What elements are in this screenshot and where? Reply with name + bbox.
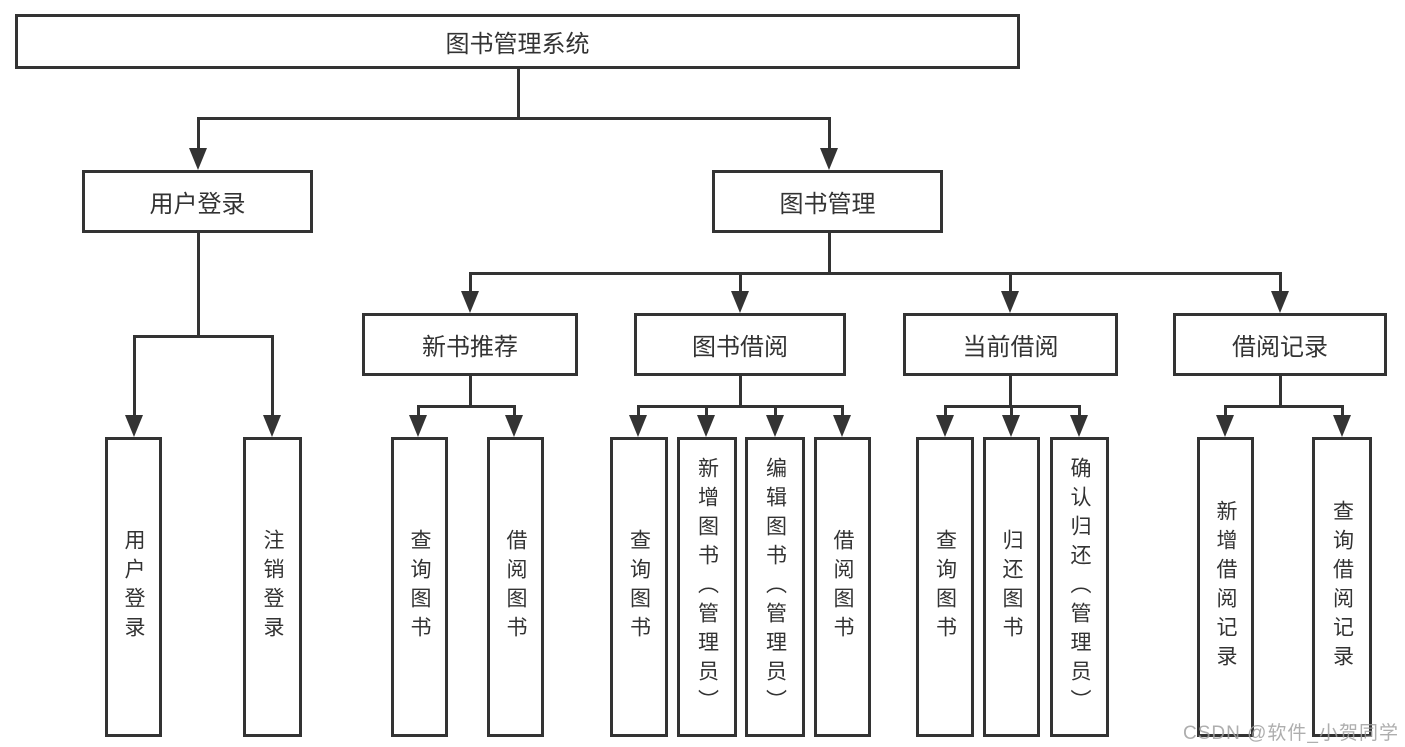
- leaf-logout: 注销登录: [243, 437, 302, 737]
- arrow-bb-query-books-head: [629, 415, 647, 437]
- bar-book-management: [468, 271, 1282, 275]
- leaf-nb-borrow-books: 借阅图书: [487, 437, 544, 737]
- leaf-br-query-record-label: 查询借阅记录: [1330, 500, 1354, 674]
- leaf-bb-edit-books-admin: 编辑图书（管理员）: [745, 437, 805, 737]
- arrow-cb-confirm-return-stem: [1077, 406, 1081, 419]
- arrow-leaf-logout-head: [263, 415, 281, 437]
- leaf-bb-query-books: 查询图书: [610, 437, 668, 737]
- node-book-borrow: 图书借阅: [634, 313, 846, 376]
- leaf-nb-query-books: 查询图书: [391, 437, 448, 737]
- arrow-bb-add-books-stem: [704, 406, 708, 419]
- arrow-user-login-stem: [196, 118, 200, 152]
- node-new-book-recommend: 新书推荐: [362, 313, 578, 376]
- arrow-bb-query-books-stem: [636, 406, 640, 419]
- node-borrow-records-label: 借阅记录: [1232, 334, 1328, 361]
- bar-borrow-records: [1223, 404, 1344, 408]
- watermark: CSDN @软件_小贺同学: [1183, 723, 1399, 744]
- arrow-user-login-head: [189, 148, 207, 170]
- node-book-management-label: 图书管理: [779, 191, 876, 218]
- arrow-cb-query-books-stem: [943, 406, 947, 419]
- arrow-bb-edit-books-head: [766, 415, 784, 437]
- arrow-book-borrow-head: [731, 291, 749, 313]
- leaf-user-login-label: 用户登录: [122, 529, 145, 645]
- arrow-bb-borrow-books-head: [833, 415, 851, 437]
- leaf-bb-edit-books-admin-label: 编辑图书（管理员）: [763, 456, 787, 718]
- leaf-nb-borrow-books-label: 借阅图书: [504, 529, 527, 645]
- arrow-br-add-record-head: [1216, 415, 1234, 437]
- node-current-borrow-label: 当前借阅: [962, 334, 1059, 361]
- node-book-management: 图书管理: [712, 170, 943, 233]
- arrow-cb-confirm-return-head: [1070, 415, 1088, 437]
- arrow-leaf-user-login-head: [125, 415, 143, 437]
- arrow-bb-borrow-books-stem: [840, 406, 844, 419]
- node-user-login-label: 用户登录: [149, 191, 246, 218]
- stem-user-login: [196, 233, 200, 337]
- arrow-leaf-user-login-stem: [132, 336, 136, 419]
- leaf-user-login: 用户登录: [105, 437, 162, 737]
- stem-current-borrow: [1008, 376, 1012, 407]
- leaf-bb-add-books-admin: 新增图书（管理员）: [677, 437, 737, 737]
- bar-new-book-recommend: [416, 404, 516, 408]
- arrow-br-query-record-stem: [1340, 406, 1344, 419]
- node-book-borrow-label: 图书借阅: [692, 334, 788, 361]
- arrow-bb-edit-books-stem: [773, 406, 777, 419]
- leaf-cb-confirm-return-admin-label: 确认归还（管理员）: [1068, 456, 1091, 718]
- arrow-nb-query-books-head: [409, 415, 427, 437]
- node-root: 图书管理系统: [15, 14, 1020, 69]
- node-root-label: 图书管理系统: [445, 31, 590, 58]
- arrow-current-borrow-stem: [1008, 273, 1012, 295]
- leaf-cb-query-books-label: 查询图书: [933, 529, 957, 645]
- node-new-book-recommend-label: 新书推荐: [422, 334, 518, 361]
- arrow-new-book-recommend-head: [461, 291, 479, 313]
- leaf-cb-query-books: 查询图书: [916, 437, 974, 737]
- arrow-br-query-record-head: [1333, 415, 1351, 437]
- arrow-br-add-record-stem: [1223, 406, 1227, 419]
- leaf-bb-query-books-label: 查询图书: [627, 529, 651, 645]
- arrow-cb-query-books-head: [936, 415, 954, 437]
- stem-root: [516, 68, 520, 118]
- stem-new-book-recommend: [468, 376, 472, 407]
- leaf-cb-return-books-label: 归还图书: [1000, 529, 1023, 645]
- leaf-bb-add-books-admin-label: 新增图书（管理员）: [695, 456, 719, 718]
- arrow-nb-query-books-stem: [416, 406, 420, 419]
- node-user-login: 用户登录: [82, 170, 313, 233]
- leaf-br-add-record: 新增借阅记录: [1197, 437, 1254, 737]
- leaf-cb-confirm-return-admin: 确认归还（管理员）: [1050, 437, 1109, 737]
- leaf-bb-borrow-books-label: 借阅图书: [831, 529, 854, 645]
- arrow-book-management-head: [820, 148, 838, 170]
- arrow-cb-return-books-stem: [1009, 406, 1013, 419]
- arrow-borrow-records-stem: [1278, 273, 1282, 295]
- leaf-br-query-record: 查询借阅记录: [1312, 437, 1372, 737]
- leaf-nb-query-books-label: 查询图书: [408, 529, 431, 645]
- arrow-borrow-records-head: [1271, 291, 1289, 313]
- arrow-leaf-logout-stem: [270, 336, 274, 419]
- leaf-bb-borrow-books: 借阅图书: [814, 437, 871, 737]
- leaf-logout-label: 注销登录: [261, 529, 284, 645]
- leaf-cb-return-books: 归还图书: [983, 437, 1040, 737]
- arrow-current-borrow-head: [1001, 291, 1019, 313]
- arrow-new-book-recommend-stem: [468, 273, 472, 295]
- arrow-book-management-stem: [827, 118, 831, 152]
- bar-user-login: [132, 334, 274, 338]
- node-current-borrow: 当前借阅: [903, 313, 1118, 376]
- bar-book-borrow: [636, 404, 844, 408]
- bar-root: [196, 116, 831, 120]
- arrow-cb-return-books-head: [1002, 415, 1020, 437]
- node-borrow-records: 借阅记录: [1173, 313, 1387, 376]
- stem-book-management: [827, 233, 831, 274]
- arrow-bb-add-books-head: [697, 415, 715, 437]
- stem-borrow-records: [1278, 376, 1282, 407]
- leaf-br-add-record-label: 新增借阅记录: [1214, 500, 1237, 674]
- arrow-nb-borrow-books-stem: [512, 406, 516, 419]
- arrow-book-borrow-stem: [738, 273, 742, 295]
- arrow-nb-borrow-books-head: [505, 415, 523, 437]
- stem-book-borrow: [738, 376, 742, 407]
